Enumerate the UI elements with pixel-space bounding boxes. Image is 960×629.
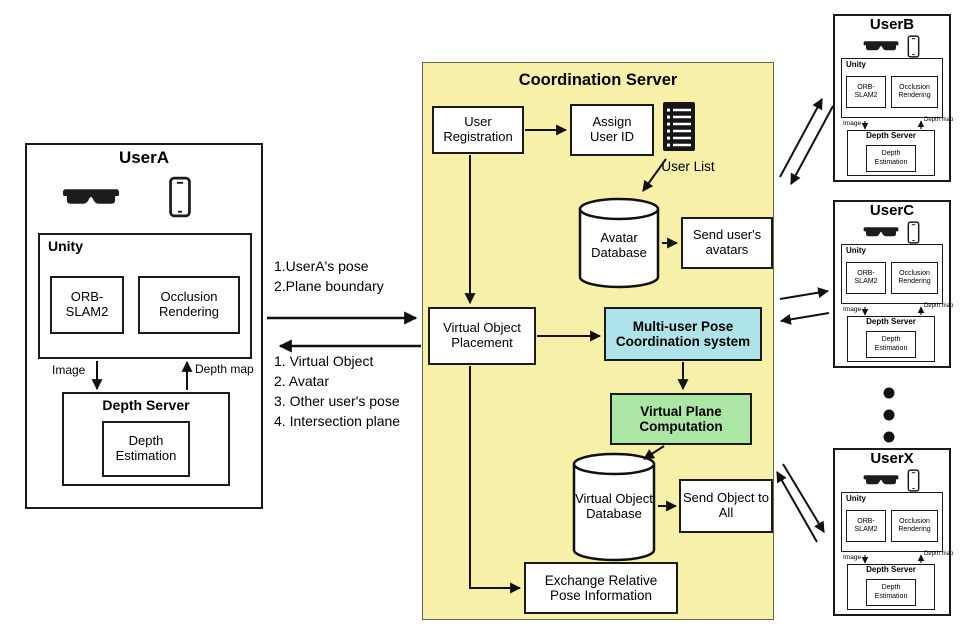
user-list-label: User List <box>661 159 715 174</box>
pose-coordination-box: Multi-user Pose Coordination system <box>604 307 762 361</box>
depth-map-label: Depth map <box>924 303 954 309</box>
user-x-title: UserX <box>870 450 914 467</box>
orb-slam2-box: ORB-SLAM2 <box>846 510 886 542</box>
ar-glasses-icon <box>863 224 899 240</box>
from-server-line-4: 4. Intersection plane <box>274 413 401 429</box>
user-b-title: UserB <box>869 16 915 33</box>
server-title: Coordination Server <box>518 71 678 89</box>
user-c-title: UserC <box>869 202 915 219</box>
to-server-line-1: 1.UserA's pose <box>274 258 369 274</box>
virtual-object-database-cylinder <box>572 452 656 562</box>
depth-map-label: Depth map <box>195 362 254 376</box>
from-server-line-3: 3. Other user's pose <box>274 393 400 409</box>
smartphone-icon <box>907 221 920 244</box>
exchange-pose-box: Exchange Relative Pose Information <box>524 562 678 614</box>
unity-label: Unity <box>48 238 83 254</box>
depth-server-label: Depth Server <box>866 317 916 326</box>
occlusion-rendering-box: Occlusion Rendering <box>891 76 938 108</box>
assign-user-id-box: Assign User ID <box>570 104 654 156</box>
orb-slam2-box: ORB-SLAM2 <box>50 276 124 334</box>
depth-estimation-box: Depth Estimation <box>102 421 190 477</box>
image-label: Image <box>52 363 86 377</box>
ar-glasses-icon <box>863 38 899 54</box>
avatar-database-cylinder <box>578 197 660 289</box>
send-object-box: Send Object to All <box>679 479 773 533</box>
image-label: Image <box>843 120 862 127</box>
depth-map-label: Depth map <box>924 117 954 123</box>
user-list-icon <box>659 97 699 155</box>
depth-server-label: Depth Server <box>866 131 916 140</box>
occlusion-rendering-box: Occlusion Rendering <box>891 262 938 294</box>
depth-server-label: Depth Server <box>866 565 916 574</box>
depth-estimation-box: Depth Estimation <box>866 145 916 172</box>
image-label: Image <box>843 306 862 313</box>
depth-estimation-box: Depth Estimation <box>866 331 916 358</box>
smartphone-icon <box>907 35 920 58</box>
user-registration-box: User Registration <box>432 106 524 154</box>
ellipsis-dots <box>883 387 895 443</box>
virtual-object-database-label: Virtual Object Database <box>575 491 653 521</box>
virtual-object-placement-box: Virtual Object Placement <box>428 307 536 365</box>
plane-computation-box: Virtual Plane Computation <box>610 393 752 445</box>
avatar-database-label: Avatar Database <box>591 230 647 260</box>
unity-label: Unity <box>846 246 866 255</box>
smartphone-icon <box>907 469 920 492</box>
orb-slam2-box: ORB-SLAM2 <box>846 76 886 108</box>
image-label: Image <box>843 554 862 561</box>
send-avatars-box: Send user's avatars <box>681 217 773 269</box>
from-server-line-1: 1. Virtual Object <box>274 353 374 369</box>
from-server-line-2: 2. Avatar <box>274 373 330 389</box>
occlusion-rendering-box: Occlusion Rendering <box>138 276 240 334</box>
occlusion-rendering-box: Occlusion Rendering <box>891 510 938 542</box>
orb-slam2-box: ORB-SLAM2 <box>846 262 886 294</box>
depth-server-label: Depth Server <box>102 397 190 413</box>
depth-map-label: Depth map <box>924 551 954 557</box>
unity-label: Unity <box>846 60 866 69</box>
ar-glasses-icon <box>62 184 120 210</box>
user-a-title: UserA <box>118 148 170 167</box>
smartphone-icon <box>168 176 192 218</box>
to-server-line-2: 2.Plane boundary <box>274 278 384 294</box>
unity-label: Unity <box>846 494 866 503</box>
depth-estimation-box: Depth Estimation <box>866 579 916 606</box>
ar-glasses-icon <box>863 472 899 488</box>
